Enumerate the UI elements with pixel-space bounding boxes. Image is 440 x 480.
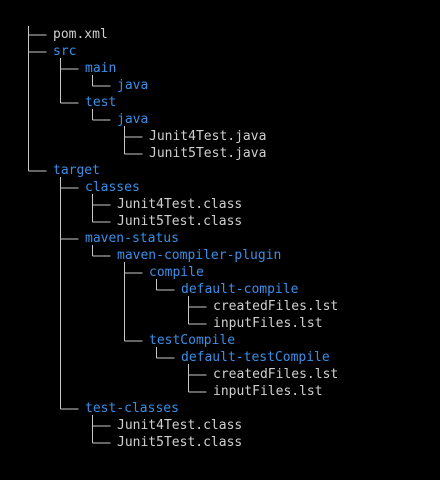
tree-directory: classes bbox=[85, 180, 140, 195]
tree-directory: compile bbox=[149, 265, 204, 280]
tree-directory: java bbox=[117, 78, 149, 93]
tree-directory: maven-status bbox=[85, 231, 179, 246]
tree-directory: maven-compiler-plugin bbox=[117, 248, 282, 263]
tree-file: Junit4Test.java bbox=[149, 129, 267, 144]
tree-file: Junit5Test.java bbox=[149, 146, 267, 161]
tree-file: Junit4Test.class bbox=[117, 418, 243, 433]
tree-file: pom.xml bbox=[53, 27, 108, 42]
tree-file: inputFiles.lst bbox=[213, 384, 323, 399]
tree-directory: java bbox=[117, 112, 149, 127]
tree-directory: main bbox=[85, 61, 117, 76]
tree-directory: testCompile bbox=[149, 333, 236, 348]
tree-directory: test-classes bbox=[85, 401, 179, 416]
tree-file: Junit5Test.class bbox=[117, 435, 243, 450]
tree-file: inputFiles.lst bbox=[213, 316, 323, 331]
tree-file: Junit4Test.class bbox=[117, 197, 243, 212]
tree-directory: default-compile bbox=[181, 282, 299, 297]
tree-file: createdFiles.lst bbox=[213, 367, 339, 382]
tree-directory: default-testCompile bbox=[181, 350, 330, 365]
tree-file: Junit5Test.class bbox=[117, 214, 243, 229]
tree-directory: src bbox=[53, 44, 77, 59]
tree-directory: test bbox=[85, 95, 117, 110]
tree-file: createdFiles.lst bbox=[213, 299, 339, 314]
tree-directory: target bbox=[53, 163, 100, 178]
